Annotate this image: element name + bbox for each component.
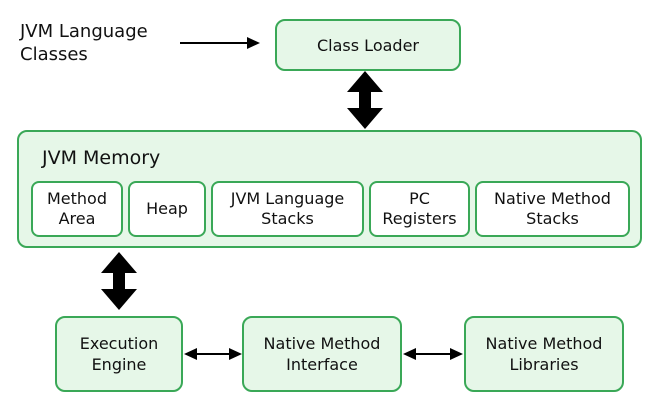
arrow-input-to-class-loader	[180, 37, 260, 49]
execution-engine-box: Execution Engine	[55, 316, 183, 392]
memory-area-pc-registers: PC Registers	[369, 181, 470, 237]
double-arrow-interface-libraries	[403, 348, 463, 360]
class-loader-box: Class Loader	[275, 19, 461, 71]
native-method-libraries-box: Native Method Libraries	[464, 316, 624, 392]
double-arrow-memory-execution-engine	[101, 252, 137, 310]
native-method-interface-box: Native Method Interface	[242, 316, 402, 392]
memory-area-jvm-language-stacks: JVM Language Stacks	[211, 181, 364, 237]
memory-area-native-method-stacks: Native Method Stacks	[475, 181, 630, 237]
jvm-memory-title: JVM Memory	[42, 147, 161, 169]
double-arrow-engine-interface	[184, 348, 242, 360]
input-label-jvm-language-classes: JVM Language Classes	[20, 21, 148, 65]
memory-area-heap: Heap	[128, 181, 206, 237]
double-arrow-class-loader-memory	[347, 71, 383, 129]
memory-area-method-area: Method Area	[31, 181, 123, 237]
